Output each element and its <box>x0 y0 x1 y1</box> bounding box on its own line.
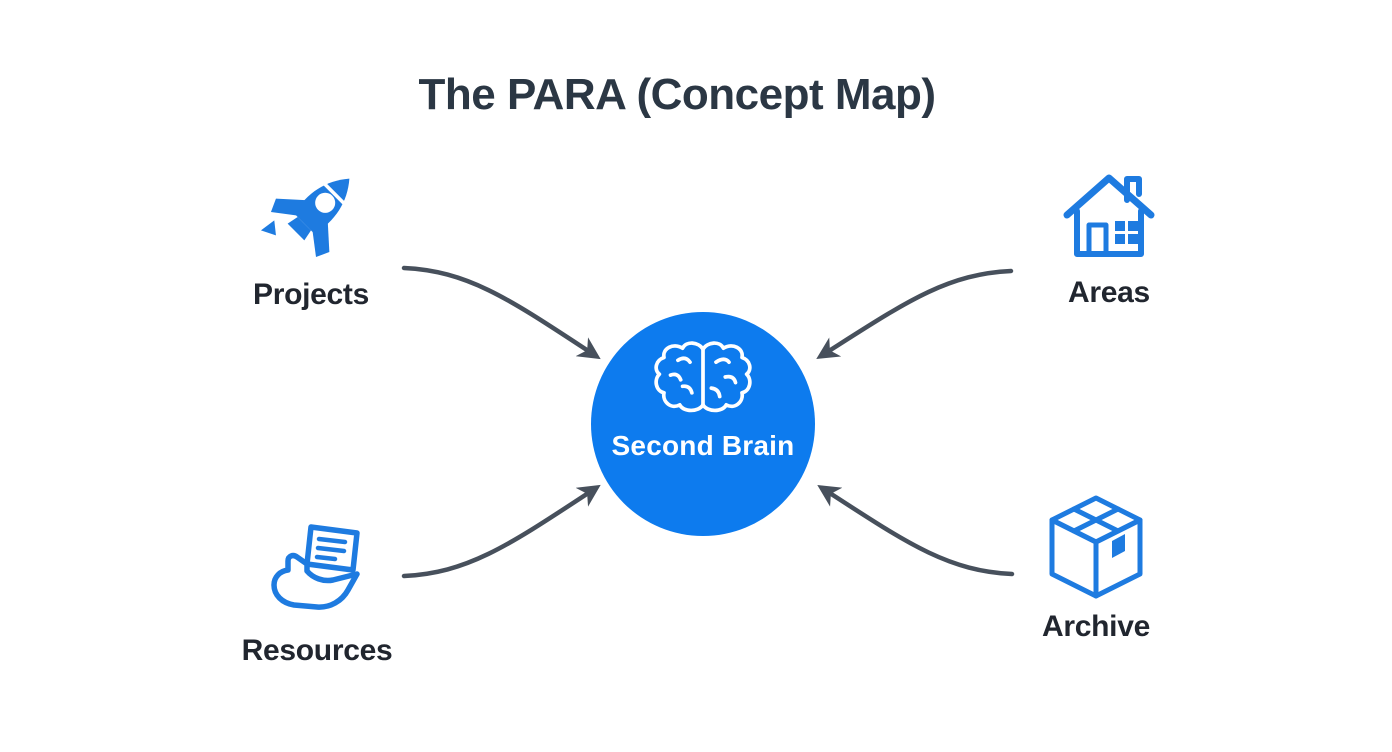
hand-document-icon <box>267 520 367 620</box>
arrow-archive-to-center <box>817 484 1015 577</box>
arrow-resources-to-center <box>401 484 601 579</box>
house-icon <box>1059 166 1159 266</box>
node-label-areas: Areas <box>1068 276 1150 309</box>
page-title: The PARA (Concept Map) <box>418 70 936 119</box>
brain-icon <box>650 338 756 416</box>
node-label-archive: Archive <box>1042 610 1150 643</box>
node-label-projects: Projects <box>253 278 369 311</box>
box-icon <box>1046 494 1146 602</box>
arrow-areas-to-center <box>816 268 1014 360</box>
arrow-projects-to-center <box>401 265 601 360</box>
node-label-resources: Resources <box>241 634 393 667</box>
center-node-label: Second Brain <box>611 430 795 461</box>
node-archive: Archive <box>1011 494 1181 644</box>
center-node-second-brain: Second Brain <box>591 312 815 536</box>
node-resources: Resources <box>232 520 402 668</box>
rocket-icon <box>252 158 370 276</box>
node-areas: Areas <box>1024 166 1194 310</box>
node-projects: Projects <box>226 158 396 312</box>
